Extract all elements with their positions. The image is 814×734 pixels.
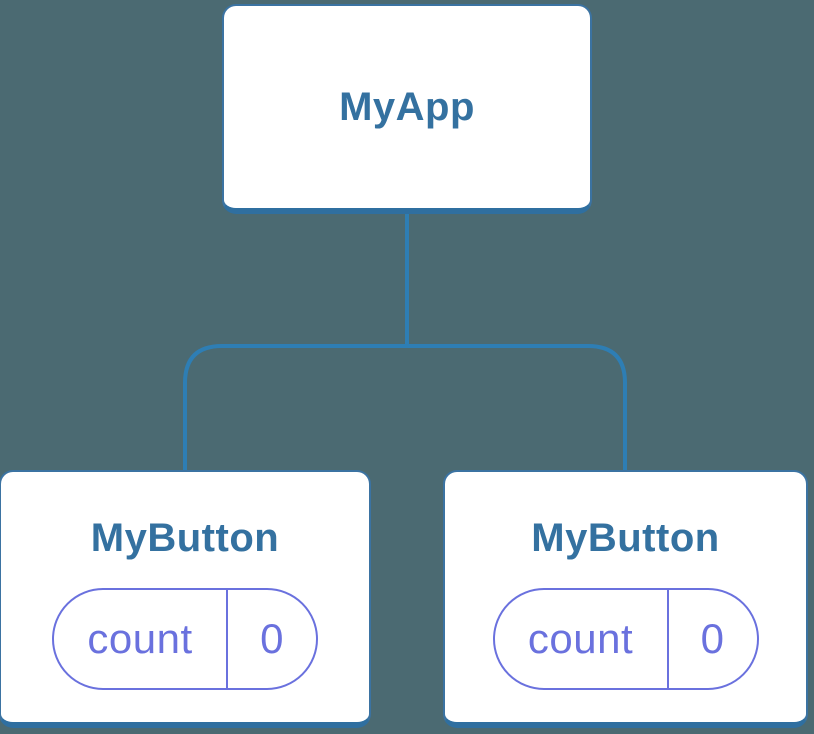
state-value: 0: [260, 615, 284, 662]
state-key-cell: count: [54, 590, 226, 688]
branch-bracket-line: [183, 344, 627, 472]
component-title: MyButton: [531, 516, 720, 560]
state-value: 0: [700, 615, 725, 662]
state-key: count: [527, 615, 634, 662]
component-card-child-left: MyButton count 0: [0, 470, 371, 728]
state-key: count: [87, 615, 193, 662]
state-value-cell: 0: [228, 590, 316, 688]
state-key-cell: count: [495, 590, 667, 688]
component-title: MyButton: [90, 516, 280, 560]
pill-divider: [666, 590, 669, 688]
pill-divider: [226, 590, 228, 688]
state-pill: count 0: [492, 588, 759, 690]
component-card-root: MyApp: [222, 4, 592, 214]
state-value-cell: 0: [669, 590, 757, 688]
state-pill: count 0: [52, 588, 318, 690]
component-card-child-right: MyButton count 0: [443, 470, 808, 728]
component-title: MyApp: [339, 85, 475, 129]
